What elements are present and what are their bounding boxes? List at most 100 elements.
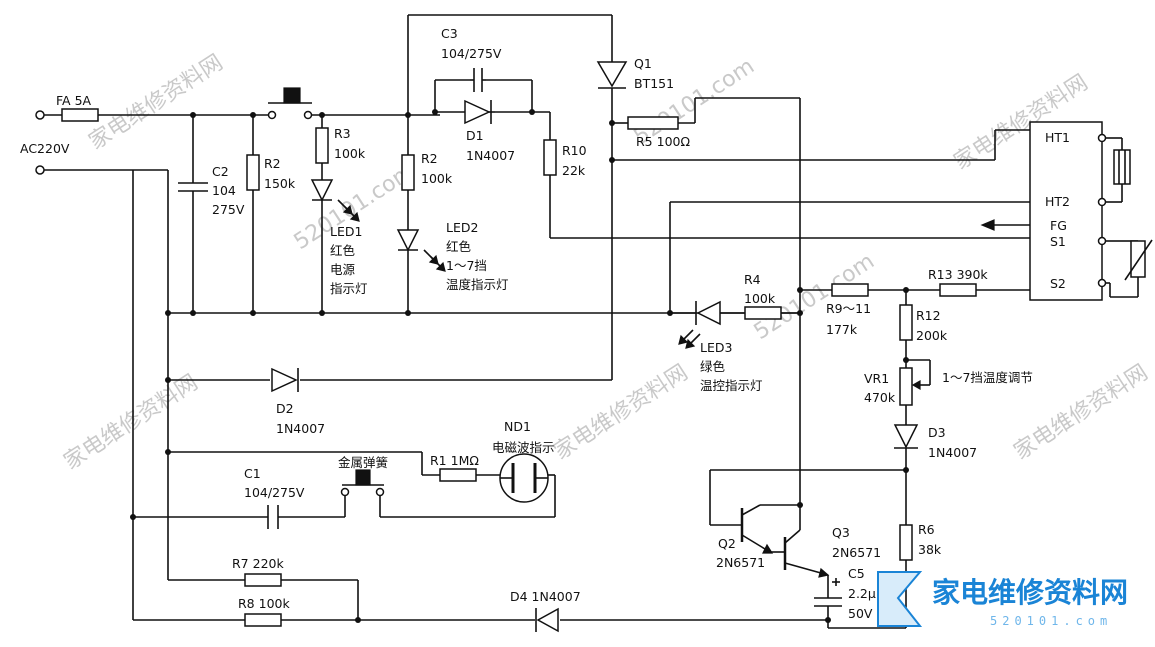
label-q1-value: BT151 bbox=[634, 76, 674, 91]
label-r8: R8 100k bbox=[238, 596, 290, 611]
label-led3: LED3 bbox=[700, 340, 732, 355]
logo-text: 家电维修资料网 bbox=[932, 576, 1128, 609]
watermark-url: 520101.com bbox=[290, 159, 419, 255]
led1-power-indicator bbox=[310, 179, 360, 222]
label-r2a-value: 150k bbox=[264, 176, 296, 191]
resistor-r6 bbox=[899, 524, 913, 561]
metal-spring-switch bbox=[340, 469, 385, 497]
resistor-r4 bbox=[744, 306, 782, 320]
vr1-wiper bbox=[911, 379, 930, 391]
label-r2a: R2 bbox=[264, 156, 281, 171]
watermark-text: 家电维修资料网 bbox=[60, 370, 203, 475]
resistor-r5 bbox=[627, 116, 679, 130]
label-q2: Q2 bbox=[718, 536, 736, 551]
fuse-fa bbox=[61, 108, 99, 122]
resistor-r13 bbox=[939, 283, 977, 297]
label-r4-value: 100k bbox=[744, 291, 776, 306]
label-c1: C1 bbox=[244, 466, 261, 481]
wires bbox=[42, 14, 1030, 629]
label-d2-value: 1N4007 bbox=[276, 421, 325, 436]
label-c3-value: 104/275V bbox=[441, 46, 502, 61]
label-r6: R6 bbox=[918, 522, 935, 537]
label-r3: R3 bbox=[334, 126, 351, 141]
ac-terminal-n bbox=[35, 165, 45, 175]
label-vr1-desc: 1～7挡温度调节 bbox=[942, 370, 1033, 385]
label-s2: S2 bbox=[1050, 276, 1066, 291]
label-led3-color: 绿色 bbox=[700, 359, 726, 374]
label-led2-desc2: 温度指示灯 bbox=[446, 277, 509, 292]
label-d3-value: 1N4007 bbox=[928, 445, 977, 460]
resistor-r12 bbox=[899, 304, 913, 341]
diode-d3 bbox=[893, 424, 919, 449]
capacitor-c5 bbox=[814, 578, 842, 607]
label-r3-value: 100k bbox=[334, 146, 366, 161]
label-r10-value: 22k bbox=[562, 163, 586, 178]
resistor-r9-11 bbox=[831, 283, 869, 297]
label-r7: R7 220k bbox=[232, 556, 284, 571]
label-q1: Q1 bbox=[634, 56, 652, 71]
label-c1-value: 104/275V bbox=[244, 485, 305, 500]
component-labels: FA 5A AC220V C2 104 275V R2 150k R3 100k… bbox=[20, 26, 1070, 621]
label-led1: LED1 bbox=[330, 224, 362, 239]
label-q3-value: 2N6571 bbox=[832, 545, 881, 560]
resistor-r10 bbox=[543, 139, 557, 176]
label-led1-desc1: 电源 bbox=[330, 262, 356, 277]
label-r12: R12 bbox=[916, 308, 941, 323]
label-r1: R1 1MΩ bbox=[430, 453, 479, 468]
connector-block bbox=[980, 121, 1107, 301]
label-d2: D2 bbox=[276, 401, 294, 416]
watermark-text: 家电维修资料网 bbox=[85, 50, 228, 155]
ac-terminal-l bbox=[35, 110, 45, 120]
label-vr1: VR1 bbox=[864, 371, 889, 386]
label-c5: C5 bbox=[848, 566, 865, 581]
label-r2b: R2 bbox=[421, 151, 438, 166]
diode-d2 bbox=[271, 367, 299, 393]
label-c2-rating: 275V bbox=[212, 202, 245, 217]
label-r9: R9～11 bbox=[826, 301, 871, 316]
label-r12-value: 200k bbox=[916, 328, 948, 343]
capacitor-c1 bbox=[267, 505, 279, 529]
label-r13: R13 390k bbox=[928, 267, 988, 282]
transistor-q2 bbox=[740, 504, 785, 554]
thermistor-sensor bbox=[1106, 239, 1153, 298]
label-ht1: HT1 bbox=[1045, 130, 1070, 145]
label-led1-desc2: 指示灯 bbox=[330, 281, 368, 296]
resistor-r3 bbox=[315, 127, 329, 164]
led3-temp-control-indicator bbox=[670, 300, 745, 349]
label-ht2: HT2 bbox=[1045, 194, 1070, 209]
label-c2: C2 bbox=[212, 164, 229, 179]
label-r2b-value: 100k bbox=[421, 171, 453, 186]
logo-mark-icon bbox=[877, 571, 923, 627]
label-nd1: ND1 bbox=[504, 419, 531, 434]
heater-element bbox=[1106, 137, 1131, 203]
potentiometer-vr1 bbox=[899, 367, 913, 406]
led2-temp-indicator bbox=[396, 229, 446, 272]
resistor-r7 bbox=[244, 573, 282, 587]
resistor-r8 bbox=[244, 613, 282, 627]
label-r5: R5 100Ω bbox=[636, 134, 690, 149]
power-switch bbox=[267, 87, 313, 120]
label-fa: FA 5A bbox=[56, 93, 92, 108]
label-d4: D4 1N4007 bbox=[510, 589, 581, 604]
watermark-layer: 家电维修资料网 520101.com 520101.com 家电维修资料网 家电… bbox=[60, 50, 1153, 475]
label-r10: R10 bbox=[562, 143, 587, 158]
label-d1-value: 1N4007 bbox=[466, 148, 515, 163]
label-vr1-value: 470k bbox=[864, 390, 896, 405]
label-ac: AC220V bbox=[20, 141, 70, 156]
label-d1: D1 bbox=[466, 128, 484, 143]
label-led3-desc: 温控指示灯 bbox=[700, 378, 763, 393]
junctions bbox=[130, 109, 909, 623]
label-led2: LED2 bbox=[446, 220, 478, 235]
label-led1-color: 红色 bbox=[330, 243, 356, 258]
neon-nd1 bbox=[499, 453, 549, 503]
watermark-text: 家电维修资料网 bbox=[550, 360, 693, 465]
resistor-r2-150k bbox=[246, 154, 260, 191]
label-r4: R4 bbox=[744, 272, 761, 287]
label-q2-value: 2N6571 bbox=[716, 555, 765, 570]
resistor-r1 bbox=[439, 468, 477, 482]
label-c3: C3 bbox=[441, 26, 458, 41]
logo-url: 520101.com bbox=[990, 614, 1112, 628]
label-led2-color: 红色 bbox=[446, 239, 472, 254]
resistor-r2-100k bbox=[401, 154, 415, 191]
